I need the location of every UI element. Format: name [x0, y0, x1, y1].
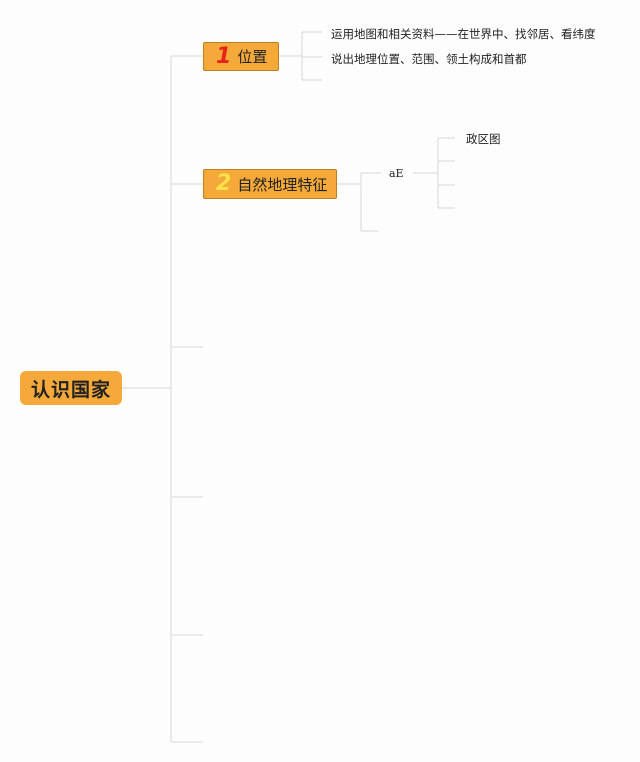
root-node-label: 认识国家 [30, 378, 111, 401]
branch-number-1: 1 [216, 43, 232, 69]
leaf-node-map-usage[interactable]: 运用地图和相关资料——在世界中、找邻居、看纬度 [331, 27, 596, 41]
branch-label-natural-features: 自然地理特征 [237, 175, 328, 194]
root-node[interactable]: 认识国家 [20, 371, 122, 405]
leaf-node-political-map[interactable]: 政区图 [466, 132, 501, 146]
branch-number-2: 2 [216, 171, 232, 196]
branch-label-location: 位置 [237, 48, 268, 66]
branch-node-natural-features[interactable]: 2 自然地理特征 [203, 169, 337, 199]
branch-node-location[interactable]: 1 位置 [203, 42, 279, 71]
leaf-node-location-description[interactable]: 说出地理位置、范围、领土构成和首都 [331, 52, 527, 66]
leaf-node-ae[interactable]: aE [389, 167, 404, 180]
